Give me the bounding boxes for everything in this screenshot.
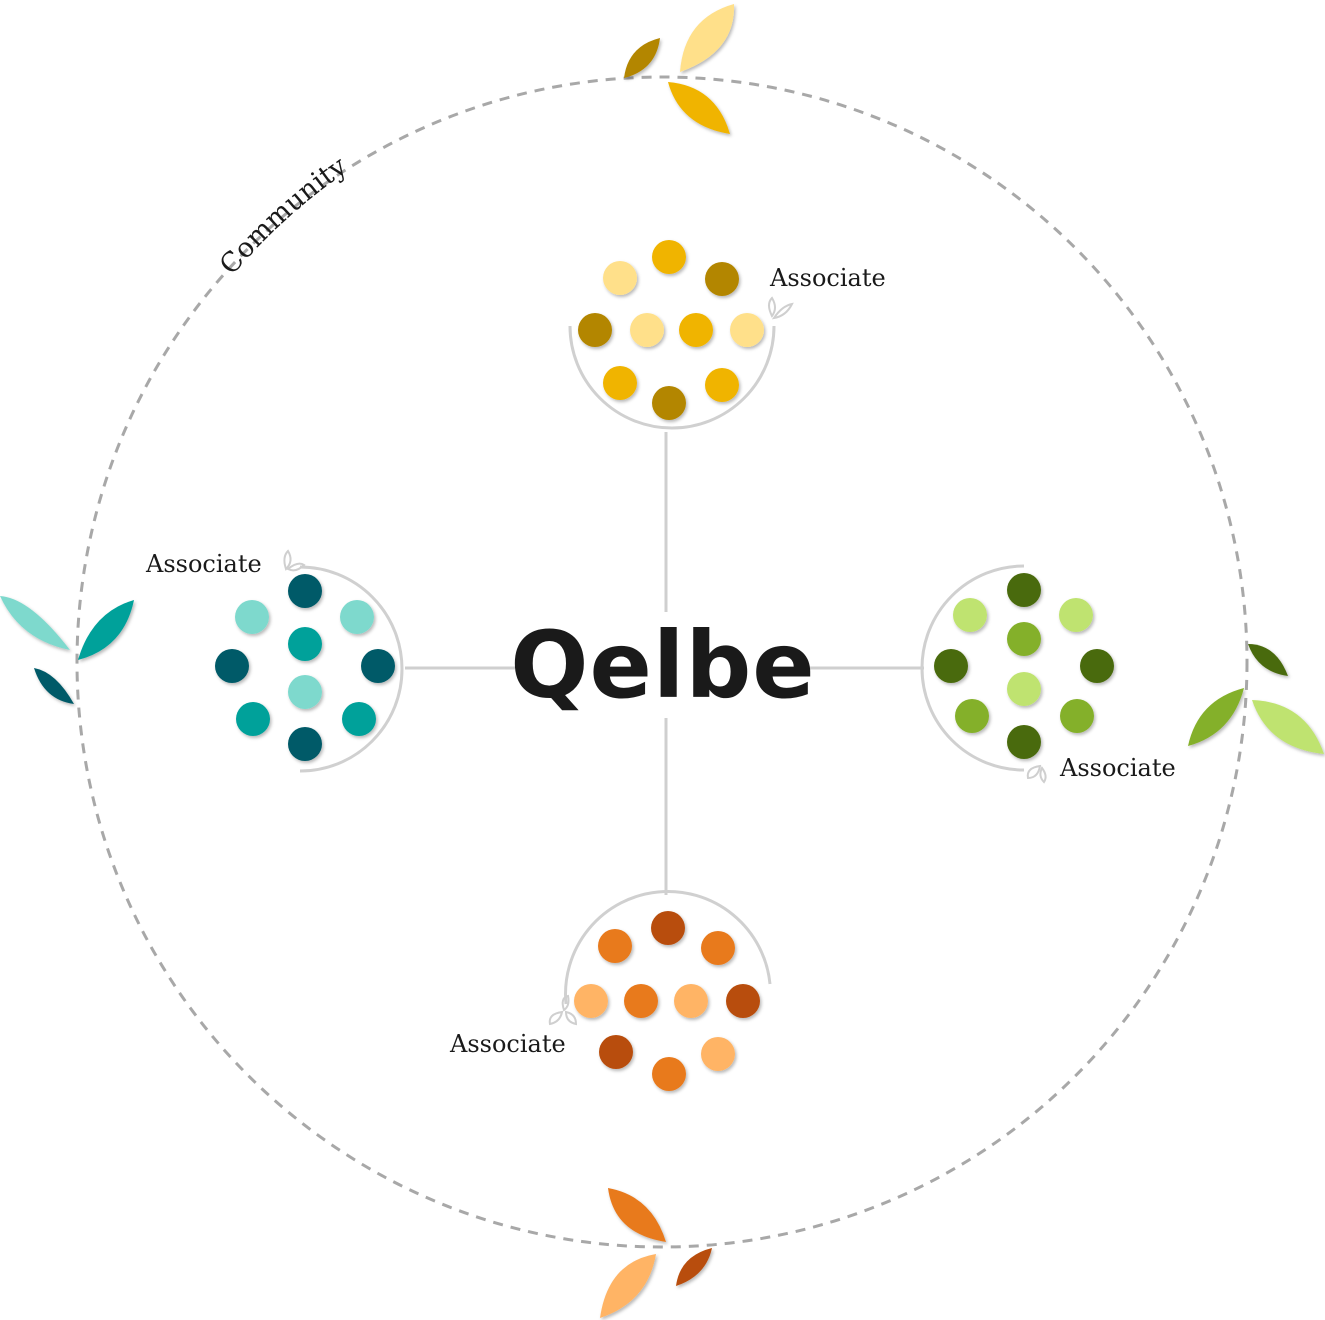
member-dot bbox=[361, 649, 395, 683]
member-dot bbox=[288, 675, 322, 709]
member-dot bbox=[598, 929, 632, 963]
member-dot bbox=[701, 1037, 735, 1071]
cluster-left-dots bbox=[215, 574, 395, 761]
member-dot bbox=[603, 261, 637, 295]
member-dot bbox=[1007, 725, 1041, 759]
cluster-bottom-arc bbox=[564, 890, 772, 1005]
leaf-sprig-icon bbox=[548, 994, 578, 1026]
brand-name: Qelbe bbox=[510, 612, 815, 719]
member-dot bbox=[674, 984, 708, 1018]
leaf-sprout-icon bbox=[600, 1188, 712, 1318]
cluster-right-arc bbox=[920, 564, 1025, 772]
community-label: Community bbox=[214, 150, 353, 280]
associate-label-left: Associate bbox=[145, 550, 262, 578]
member-dot bbox=[701, 931, 735, 965]
member-dot bbox=[1060, 699, 1094, 733]
member-dot bbox=[1007, 573, 1041, 607]
cluster-right: Associate bbox=[920, 564, 1176, 784]
member-dot bbox=[236, 702, 270, 736]
member-dot bbox=[288, 727, 322, 761]
member-dot bbox=[1080, 649, 1114, 683]
member-dot bbox=[342, 702, 376, 736]
leaf-sprout-icon bbox=[624, 4, 735, 134]
member-dot bbox=[578, 313, 612, 347]
member-dot bbox=[1059, 598, 1093, 632]
member-dot bbox=[953, 598, 987, 632]
member-dot bbox=[215, 649, 249, 683]
community-label-text: Community bbox=[214, 150, 353, 280]
member-dot bbox=[235, 600, 269, 634]
member-dot bbox=[651, 911, 685, 945]
member-dot bbox=[630, 313, 664, 347]
member-dot bbox=[705, 262, 739, 296]
member-dot bbox=[726, 984, 760, 1018]
member-dot bbox=[652, 240, 686, 274]
leaf-sprout-icon bbox=[0, 596, 134, 704]
member-dot bbox=[1007, 622, 1041, 656]
associate-label-bottom: Associate bbox=[449, 1030, 566, 1058]
leaf-sprig-icon bbox=[768, 296, 794, 320]
leaf-sprout-icon bbox=[1188, 644, 1324, 754]
associate-label-right: Associate bbox=[1059, 754, 1176, 782]
member-dot bbox=[934, 649, 968, 683]
member-dot bbox=[679, 313, 713, 347]
member-dot bbox=[652, 1057, 686, 1091]
member-dot bbox=[599, 1035, 633, 1069]
member-dot bbox=[340, 600, 374, 634]
cluster-top-dots bbox=[578, 240, 764, 420]
community-ring bbox=[75, 75, 1249, 1249]
leaf-sprig-icon bbox=[283, 549, 306, 572]
cluster-bottom: Associate bbox=[449, 890, 772, 1091]
cluster-right-dots bbox=[934, 573, 1114, 759]
member-dot bbox=[652, 386, 686, 420]
cluster-top-arc bbox=[568, 325, 776, 430]
cluster-top: Associate bbox=[568, 240, 886, 430]
associate-label-top: Associate bbox=[769, 264, 886, 292]
member-dot bbox=[1007, 672, 1041, 706]
member-dot bbox=[603, 366, 637, 400]
member-dot bbox=[705, 368, 739, 402]
cluster-left-arc bbox=[299, 565, 404, 773]
member-dot bbox=[624, 984, 658, 1018]
member-dot bbox=[288, 574, 322, 608]
member-dot bbox=[288, 627, 322, 661]
leaf-sprig-icon bbox=[1026, 764, 1047, 784]
connectors bbox=[405, 432, 924, 895]
cluster-bottom-dots bbox=[574, 911, 760, 1091]
member-dot bbox=[955, 699, 989, 733]
cluster-left: Associate bbox=[145, 549, 404, 773]
member-dot bbox=[730, 313, 764, 347]
member-dot bbox=[574, 984, 608, 1018]
